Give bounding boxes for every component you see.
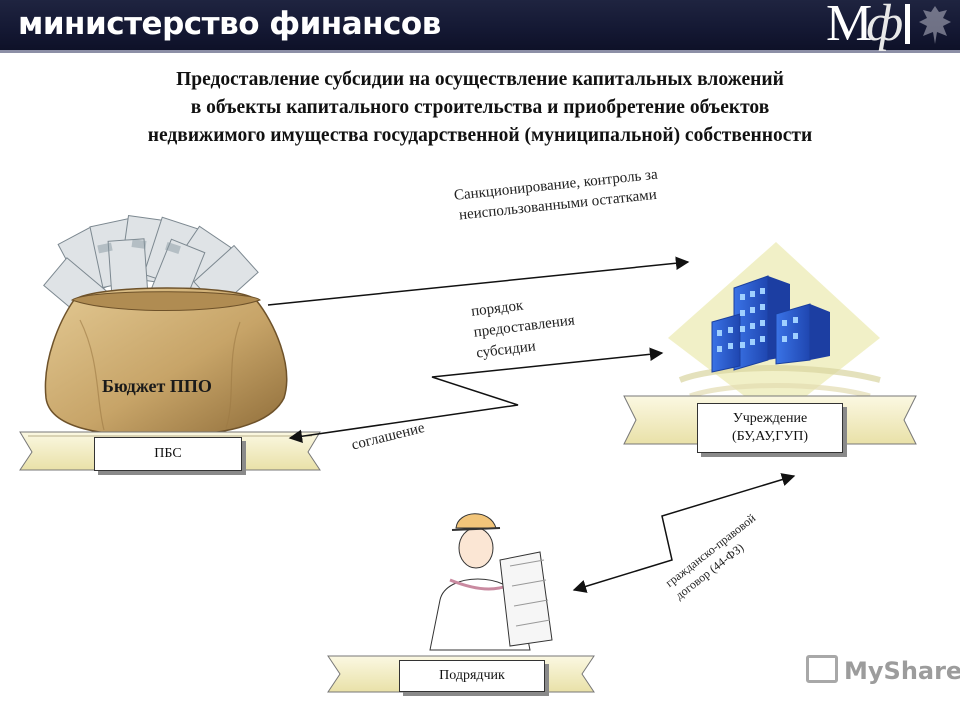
ministry-name: министерство финансов bbox=[18, 6, 441, 42]
agreement-order-arrow bbox=[288, 347, 664, 443]
contractor-box: Подрядчик bbox=[399, 660, 545, 692]
title-line: Предоставление субсидии на осуществление… bbox=[176, 69, 784, 90]
ministry-logo: Мф bbox=[826, 0, 911, 50]
institution-box: Учреждение (БУ,АУ,ГУП) bbox=[697, 403, 843, 453]
watermark-text: MyShared bbox=[844, 657, 960, 685]
money-bag-icon bbox=[43, 214, 288, 437]
office-building-icon bbox=[668, 242, 881, 420]
presentation-icon bbox=[806, 655, 838, 683]
sanction-arrow bbox=[267, 256, 690, 306]
order-label: порядок предоставления субсидии bbox=[470, 290, 578, 365]
institution-label: Учреждение bbox=[732, 411, 808, 426]
header-bar: министерство финансов Мф bbox=[0, 0, 960, 53]
pbs-box: ПБС bbox=[94, 437, 242, 471]
contract-arrow bbox=[572, 473, 796, 593]
watermark: MyShared bbox=[806, 655, 960, 685]
pbs-label: ПБС bbox=[154, 446, 182, 461]
contractor-worker-icon bbox=[429, 513, 553, 651]
title-line: в объекты капитального строительства и п… bbox=[190, 97, 770, 118]
budget-label: Бюджет ППО bbox=[102, 376, 212, 396]
institution-type-label: (БУ,АУ,ГУП) bbox=[731, 429, 809, 444]
title-line: недвижимого имущества государственной (м… bbox=[147, 125, 813, 146]
slide-title: Предоставление субсидии на осуществление… bbox=[40, 66, 920, 150]
contractor-label: Подрядчик bbox=[439, 668, 505, 683]
coat-of-arms-icon bbox=[919, 6, 951, 44]
